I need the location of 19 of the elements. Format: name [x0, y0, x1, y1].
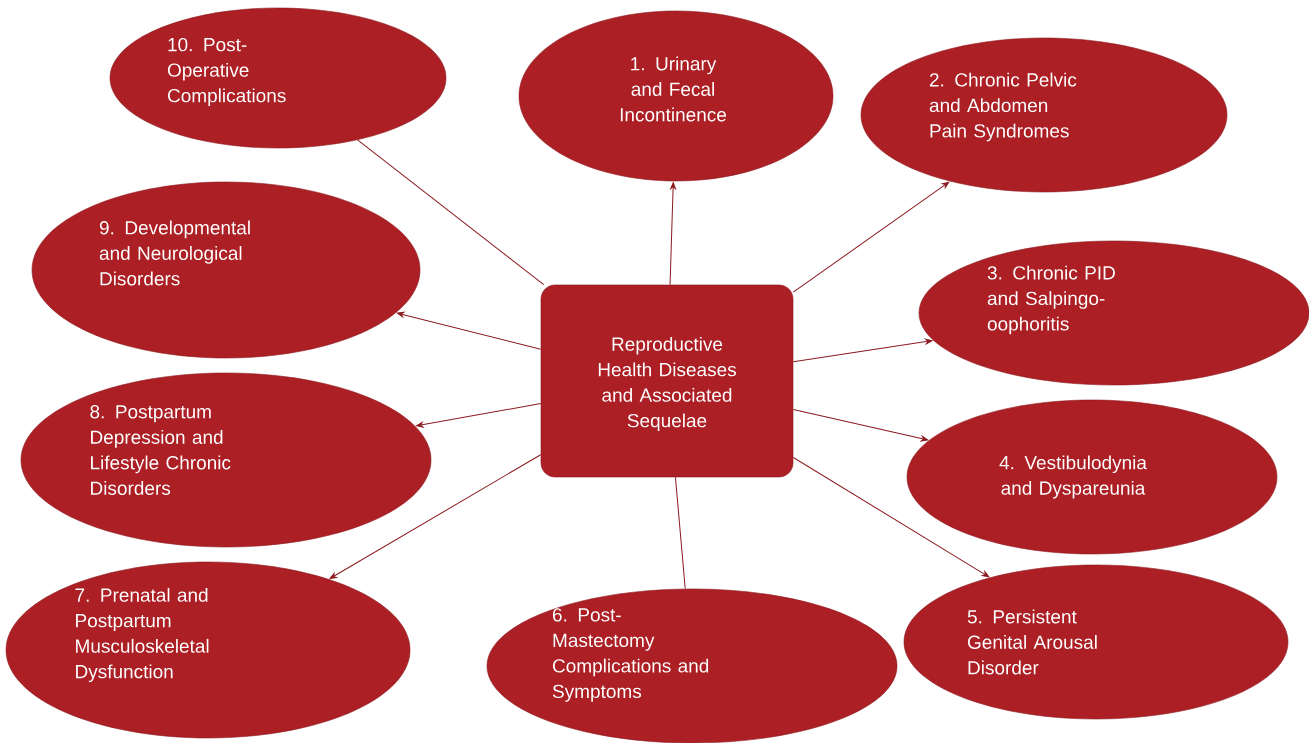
ellipse-node: 5. Persistent Genital Arousal Disorder	[903, 564, 1289, 720]
ellipse-node: 6. Post-Mastectomy Complications and Symptoms	[486, 588, 898, 743]
arrow	[669, 182, 676, 286]
ellipse-node: 7. Prenatal and Postpartum Musculoskeletal Dysfunction	[5, 561, 411, 739]
ellipse-node: 2. Chronic Pelvic and Abdomen Pain Syndromes	[860, 37, 1228, 193]
arrow	[792, 338, 933, 363]
ellipse-node: 9. Developmental and Neurological Disorders	[31, 181, 421, 359]
ellipse-node: 4. Vestibulodynia and Dyspareunia	[906, 399, 1278, 555]
rounded-box: Reproductive Health Diseases and Associated Sequelae	[540, 284, 794, 478]
ellipse-node: 8. Postpartum Depression and Lifestyle Chronic Disorders	[20, 372, 432, 548]
ellipse-node: 1. Urinary and Fecal Incontinence	[518, 10, 834, 182]
ellipse-node: 10. Post-Operative Complications	[109, 7, 447, 149]
arrow	[792, 457, 990, 578]
arrow	[416, 403, 542, 428]
ellipse-node: 3. Chronic PID and Salpingo-oophoritis	[918, 240, 1309, 386]
arrow	[329, 454, 542, 579]
arrow	[792, 409, 929, 442]
arrow	[396, 311, 542, 350]
arrow	[792, 181, 950, 293]
